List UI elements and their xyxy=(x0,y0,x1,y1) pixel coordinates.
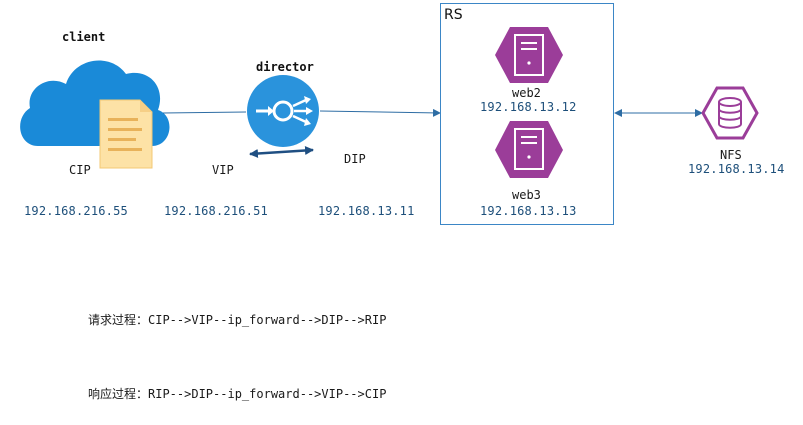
vip-dip-arrow xyxy=(249,146,314,158)
database-icon xyxy=(701,86,759,140)
server-icon-web3 xyxy=(495,121,563,178)
vip-value: 192.168.216.51 xyxy=(164,204,268,218)
director-icon xyxy=(247,75,319,147)
document-icon xyxy=(99,99,153,169)
client-title: client xyxy=(62,30,106,44)
director-title: director xyxy=(256,60,314,74)
server-icon-web2 xyxy=(495,27,563,83)
rs-group-box xyxy=(440,3,614,225)
dip-value: 192.168.13.11 xyxy=(318,204,415,218)
vip-label: VIP xyxy=(212,163,234,177)
web3-name: web3 xyxy=(512,188,541,202)
cip-value: 192.168.216.55 xyxy=(24,204,128,218)
dip-label: DIP xyxy=(344,152,366,166)
director-rs-arrow xyxy=(319,108,441,117)
nfs-name: NFS xyxy=(720,148,742,162)
rs-title: RS xyxy=(444,7,463,23)
web2-name: web2 xyxy=(512,86,541,100)
nfs-ip: 192.168.13.14 xyxy=(688,162,785,176)
web3-ip: 192.168.13.13 xyxy=(480,204,577,218)
web2-ip: 192.168.13.12 xyxy=(480,100,577,114)
client-director-link xyxy=(162,111,247,114)
response-process-note: 响应过程：RIP-->DIP--ip_forward-->VIP-->CIP xyxy=(88,387,387,401)
cip-label: CIP xyxy=(69,163,91,177)
request-process-note: 请求过程：CIP-->VIP--ip_forward-->DIP-->RIP xyxy=(88,313,387,327)
